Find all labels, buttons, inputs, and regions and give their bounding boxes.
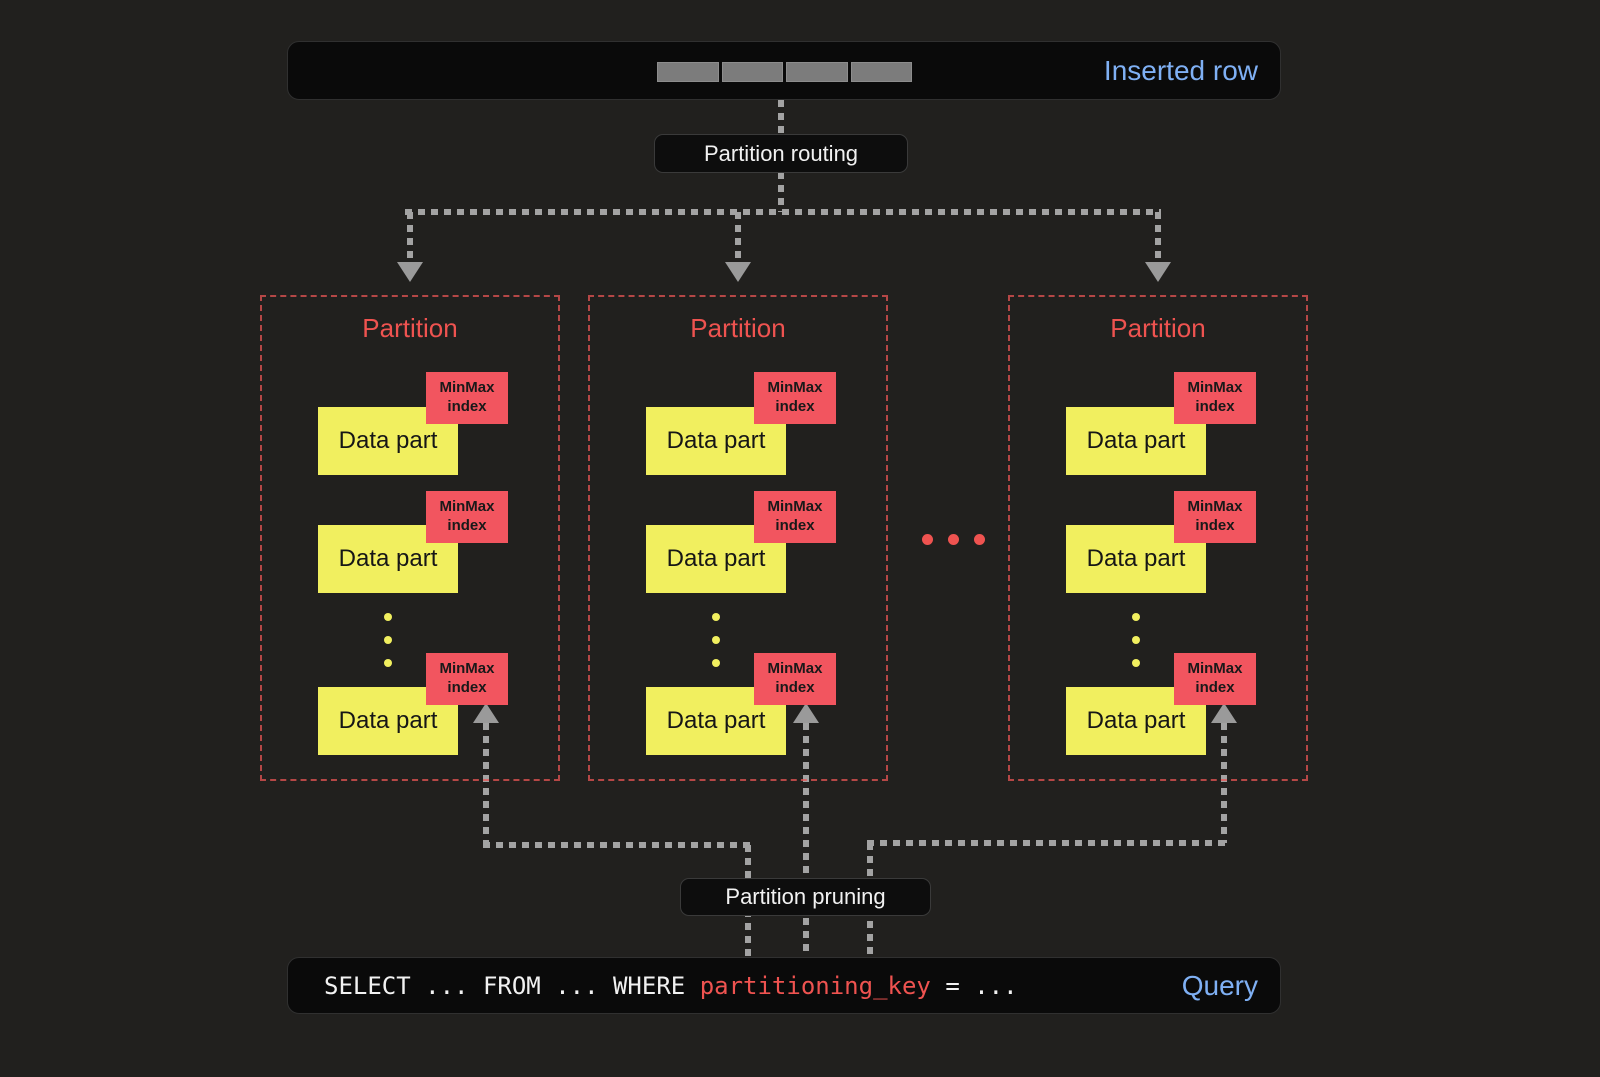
pruning-line-right <box>867 840 1227 846</box>
data-part: Data part <box>318 687 458 755</box>
minmax-index-tag: MinMax index <box>754 653 836 705</box>
minmax-index-tag: MinMax index <box>426 372 508 424</box>
partition-pruning-label: Partition pruning <box>680 878 931 916</box>
branch-line <box>405 209 1161 215</box>
pruning-line-left <box>483 842 751 848</box>
partition-routing-label: Partition routing <box>654 134 908 173</box>
minmax-index-tag: MinMax index <box>426 653 508 705</box>
more-parts-ellipsis <box>712 613 720 667</box>
arrow-branch-to-partition-1 <box>407 212 413 262</box>
minmax-index-tag: MinMax index <box>1174 491 1256 543</box>
minmax-index-tag: MinMax index <box>754 372 836 424</box>
row-segment <box>786 62 848 82</box>
minmax-index-tag: MinMax index <box>1174 372 1256 424</box>
row-segment <box>657 62 719 82</box>
data-part: Data part <box>318 525 458 593</box>
row-segments <box>657 62 912 82</box>
arrowhead-up-icon <box>473 703 499 723</box>
arrowhead-up-icon <box>1211 703 1237 723</box>
more-parts-ellipsis <box>384 613 392 667</box>
minmax-index-tag: MinMax index <box>754 491 836 543</box>
partition-title: Partition <box>690 313 786 343</box>
arrow-inserted-to-routing <box>778 100 784 135</box>
query-label: Query <box>1181 969 1258 1001</box>
minmax-index-tag: MinMax index <box>426 491 508 543</box>
arrow-query-to-partition-3 <box>1221 723 1227 843</box>
arrow-branch-to-partition-2 <box>735 212 741 262</box>
partition-box-1: Partition MinMax index Data part MinMax … <box>260 295 560 781</box>
arrowhead-down-icon <box>1145 262 1171 282</box>
query-suffix: = ... <box>930 971 1018 1000</box>
minmax-index-tag: MinMax index <box>1174 653 1256 705</box>
arrowhead-down-icon <box>725 262 751 282</box>
partition-title: Partition <box>1110 313 1206 343</box>
arrowhead-down-icon <box>397 262 423 282</box>
inserted-row-bar: Inserted row <box>287 41 1281 100</box>
row-segment <box>721 62 783 82</box>
row-segment <box>850 62 912 82</box>
query-bar: SELECT ... FROM ... WHERE partitioning_k… <box>287 957 1281 1014</box>
more-partitions-ellipsis <box>922 534 985 545</box>
arrow-query-to-partition-2 <box>803 723 809 957</box>
partition-box-3: Partition MinMax index Data part MinMax … <box>1008 295 1308 781</box>
inserted-row-label: Inserted row <box>1103 54 1258 86</box>
more-parts-ellipsis <box>1132 613 1140 667</box>
arrow-routing-to-branch <box>778 172 784 212</box>
data-part: Data part <box>1066 687 1206 755</box>
arrow-branch-to-partition-3 <box>1155 212 1161 262</box>
partition-title: Partition <box>362 313 458 343</box>
arrow-query-to-partition-1 <box>483 723 489 845</box>
partition-box-2: Partition MinMax index Data part MinMax … <box>588 295 888 781</box>
query-text: SELECT ... FROM ... WHERE partitioning_k… <box>324 972 1018 1000</box>
data-part: Data part <box>1066 525 1206 593</box>
arrowhead-up-icon <box>793 703 819 723</box>
query-partitioning-key: partitioning_key <box>699 971 931 1000</box>
query-prefix: SELECT ... FROM ... WHERE <box>324 971 700 1000</box>
